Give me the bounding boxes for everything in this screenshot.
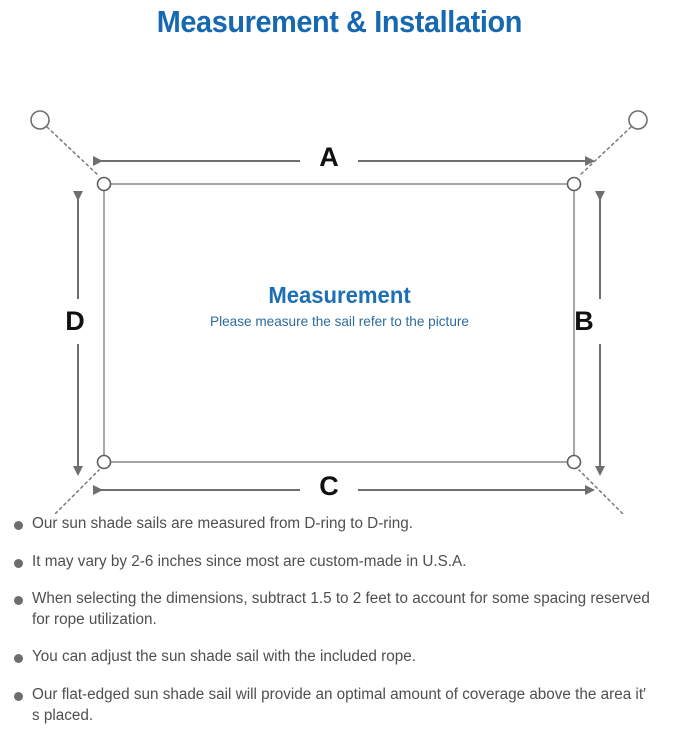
measurement-diagram: A B C D Measurement Please measure the s…	[0, 44, 679, 514]
anchor-points	[30, 110, 648, 130]
page-header: Measurement & Installation	[0, 0, 679, 44]
note-text: Our sun shade sails are measured from D-…	[32, 515, 413, 532]
list-item: Our flat-edged sun shade sail will provi…	[0, 685, 679, 726]
note-text: You can adjust the sun shade sail with t…	[32, 648, 416, 666]
anchor-top-left-icon	[30, 110, 50, 130]
list-item: You can adjust the sun shade sail with t…	[0, 647, 679, 668]
rope-bottom-right	[578, 469, 625, 514]
notes-list: Our sun shade sails are measured from D-…	[0, 514, 679, 726]
list-item: It may vary by 2-6 inches since most are…	[0, 552, 679, 573]
sail-shape	[103, 183, 575, 463]
d-ring-top-left-icon	[96, 176, 112, 192]
bullet-icon	[14, 692, 23, 702]
rope-lines	[46, 126, 632, 514]
d-rings	[96, 176, 582, 470]
bullet-icon	[14, 654, 23, 664]
d-ring-top-right-icon	[566, 176, 582, 192]
page-title: Measurement & Installation	[156, 4, 523, 39]
bullet-icon	[14, 596, 23, 606]
list-item: Our sun shade sails are measured from D-…	[0, 514, 679, 535]
bullet-icon	[14, 521, 23, 530]
bullet-icon	[14, 558, 23, 568]
diagram-canvas	[30, 110, 648, 514]
note-text: When selecting the dimensions, subtract …	[32, 590, 650, 628]
d-ring-bottom-right-icon	[566, 454, 582, 470]
list-item: When selecting the dimensions, subtract …	[0, 589, 679, 630]
rope-bottom-left	[53, 469, 100, 514]
note-text: It may vary by 2-6 inches since most are…	[32, 552, 467, 570]
rope-top-right	[578, 126, 632, 177]
anchor-top-right-icon	[628, 110, 648, 130]
rope-top-left	[46, 126, 100, 177]
note-text: Our flat-edged sun shade sail will provi…	[32, 686, 646, 724]
d-ring-bottom-left-icon	[96, 454, 112, 470]
